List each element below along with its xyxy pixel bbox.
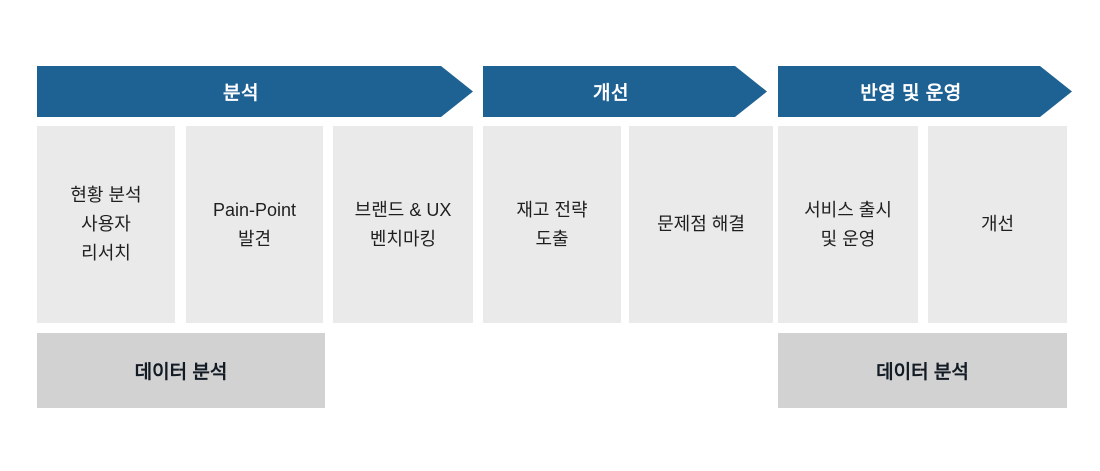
data-analysis-bar-right: 데이터 분석: [778, 333, 1067, 408]
step-text: Pain-Point 발견: [212, 199, 297, 249]
data-analysis-label: 데이터 분석: [876, 362, 969, 383]
step-box-problem-solving: 문제점 해결: [629, 126, 773, 323]
step-text: 개선: [980, 214, 1015, 235]
step-text: 현황 분석 사용자 리서치: [70, 185, 142, 263]
step-text: 브랜드 & UX 벤치마킹: [354, 199, 452, 249]
step-box-service-launch-operation: 서비스 출시 및 운영: [778, 126, 918, 323]
step-box-inventory-strategy: 재고 전략 도출: [483, 126, 621, 323]
phase-arrow-analysis: 분석: [37, 66, 473, 117]
phase-label-analysis: 분석: [223, 83, 259, 104]
step-box-improvement: 개선: [928, 126, 1067, 323]
step-box-brand-ux-benchmarking: 브랜드 & UX 벤치마킹: [333, 126, 473, 323]
step-box-pain-point-discovery: Pain-Point 발견: [186, 126, 323, 323]
step-text: 문제점 해결: [657, 214, 745, 235]
step-text: 서비스 출시 및 운영: [804, 199, 892, 249]
phase-label-improvement: 개선: [593, 83, 629, 104]
phase-arrow-improvement: 개선: [483, 66, 767, 117]
data-analysis-label: 데이터 분석: [134, 362, 228, 383]
step-text: 재고 전략 도출: [516, 199, 588, 249]
data-analysis-bar-left: 데이터 분석: [37, 333, 325, 408]
step-box-status-analysis-user-research: 현황 분석 사용자 리서치: [37, 126, 175, 323]
phase-label-deploy-operate: 반영 및 운영: [860, 83, 962, 104]
phase-arrow-deploy-operate: 반영 및 운영: [778, 66, 1072, 117]
